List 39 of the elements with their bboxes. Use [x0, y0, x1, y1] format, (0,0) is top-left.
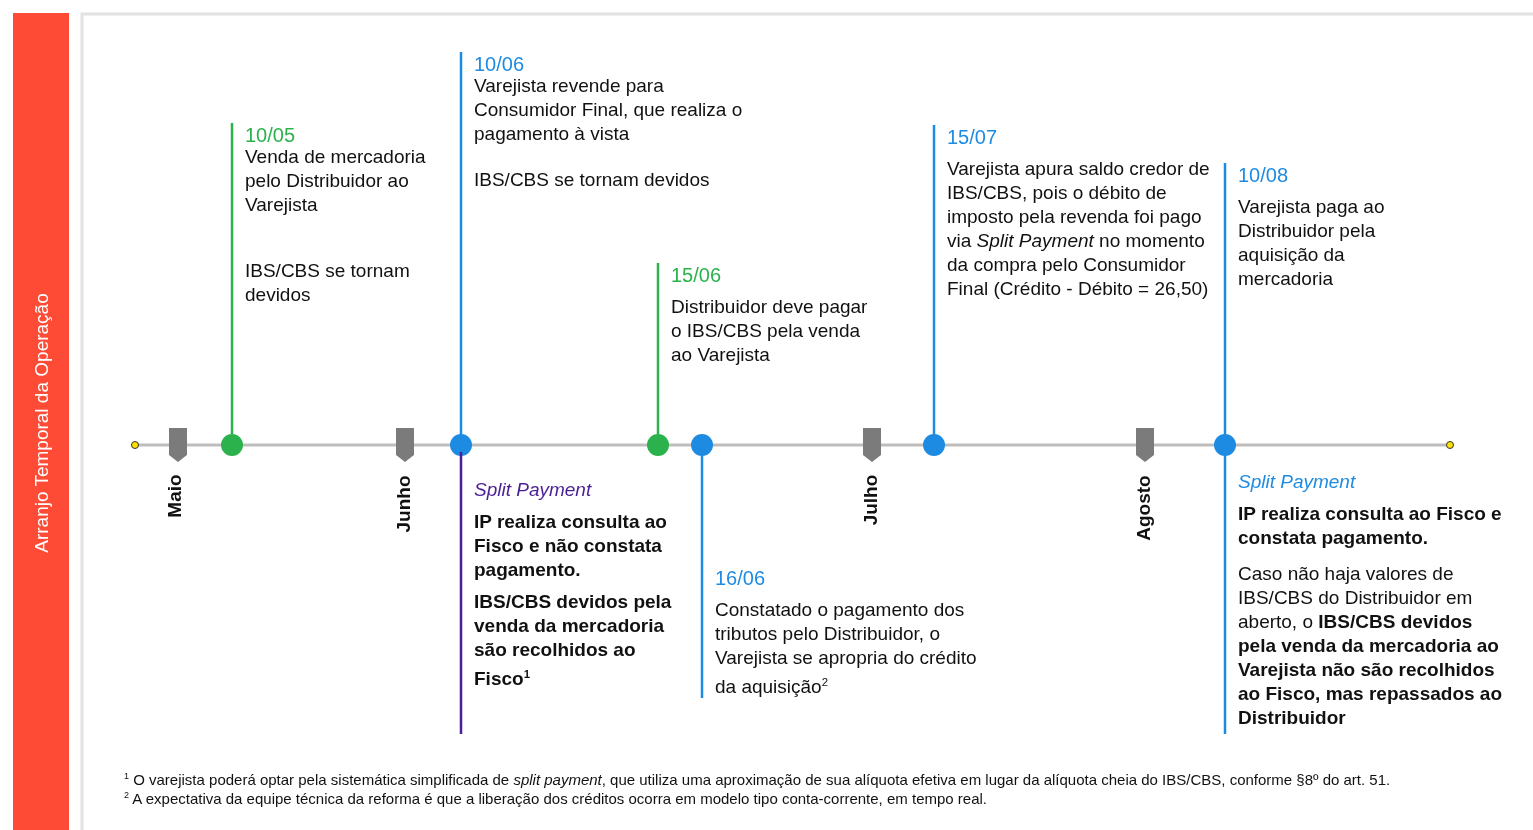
timeline-dot: [647, 434, 669, 456]
timeline-dot: [1214, 434, 1236, 456]
event-date: 16/06: [715, 566, 767, 590]
event-date: 10/05: [245, 123, 297, 147]
event-description: IP realiza consulta ao Fisco e constata pagamento.: [1238, 502, 1503, 550]
connector-line: [459, 52, 463, 436]
event-description: Varejista revende para Consumidor Final, que realiza o pagamento à vista: [474, 74, 744, 146]
month-label: Maio: [163, 474, 186, 518]
event-description: IP realiza consulta ao Fisco e não constata pagamento.: [474, 510, 668, 582]
timeline-dot: [221, 434, 243, 456]
section-heading: Split Payment: [474, 478, 593, 502]
event-description: Distribuidor deve pagar o IBS/CBS pela venda ao Varejista: [671, 295, 868, 367]
connector-line: [932, 125, 936, 436]
connector-line: [656, 263, 660, 436]
event-description: Constatado o pagamento dos tributos pelo Distribuidor, o Varejista se apropria do crédito da aquisição$^{2}$: [715, 598, 978, 700]
event-date: 10/08: [1238, 163, 1290, 187]
event-date: 10/06: [474, 52, 526, 76]
month-label: Junho: [392, 475, 414, 533]
timeline-dot: [691, 434, 713, 456]
event-description: IBS/CBS se tornam devidos: [245, 259, 411, 307]
month-label: Julho: [859, 474, 882, 526]
event-description: Venda de mercadoria pelo Distribuidor ao Varejista: [245, 145, 427, 217]
month-label: Agosto: [1132, 475, 1155, 541]
timeline-dot: [450, 434, 472, 456]
event-description: Varejista apura saldo credor de IBS/CBS, pois o débito de imposto pela revenda foi pago via Split Payment no momento da compra pelo Consumidor Final (Crédito - Débito = 26,50): [947, 157, 1211, 301]
footnote: $^{2}$ A expectativa da equipe técnica da reforma é que a liberação dos créditos ocorra em modelo tipo conta-corrente, em tempo real.: [124, 789, 987, 808]
footnote: $^{1}$ O varejista poderá optar pela sistemática simplificada de split payment, que utiliza uma aproximação de sua alíquota efetiva em lugar da alíquota cheia do IBS/CBS, conforme §8º do art. 51.: [124, 770, 1391, 789]
event-description: IBS/CBS se tornam devidos: [474, 168, 711, 192]
side-title: Arranjo Temporal da Operação: [30, 293, 53, 553]
event-description: Caso não haja valores de IBS/CBS do Distribuidor em aberto, o IBS/CBS devidos pela venda da mercadoria ao Varejista não são recolhidos ao Fisco, mas repassados ao Distribuidor: [1238, 562, 1503, 730]
event-date: 15/07: [947, 125, 999, 149]
connector-line: [459, 452, 463, 734]
timeline-dot: [923, 434, 945, 456]
section-heading: Split Payment: [1238, 470, 1357, 494]
connector-line: [1223, 163, 1227, 436]
event-description: IBS/CBS devidos pela venda da mercadoria são recolhidos ao Fisco$^{1}$: [474, 590, 673, 692]
event-description: Varejista paga ao Distribuidor pela aquisição da mercadoria: [1238, 195, 1386, 291]
connector-line: [230, 123, 234, 436]
event-date: 15/06: [671, 263, 723, 287]
